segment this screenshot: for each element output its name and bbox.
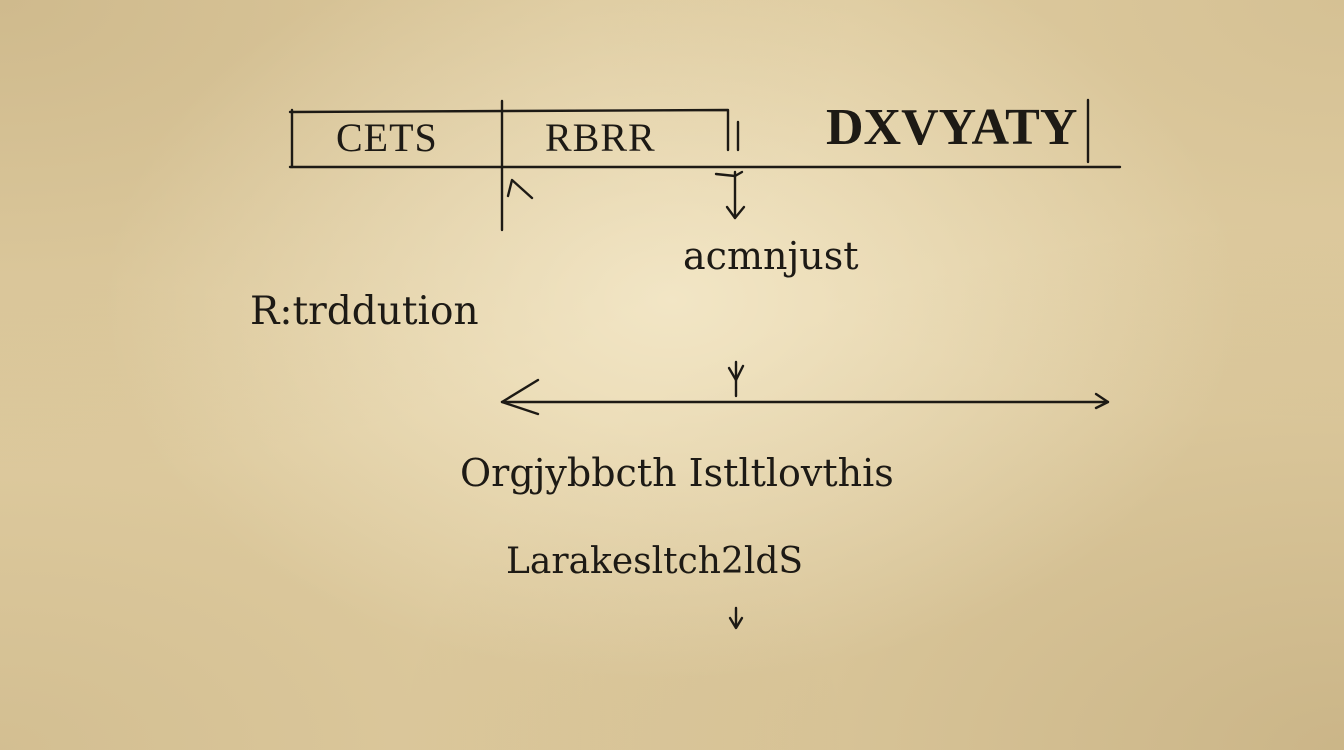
box-left-label: CETS [336, 115, 438, 160]
top-right-label: DXVYATY [826, 99, 1078, 156]
box-right-label: RBRR [545, 115, 656, 160]
bottom-node-label: Larakesltch2ldS [506, 541, 804, 582]
horizontal-arrow-right-head [1094, 392, 1110, 410]
arrow-down-cap [714, 170, 744, 178]
top-box-outline [288, 108, 730, 152]
arrow-small-head [727, 364, 745, 382]
horizontal-arrow-left-head [500, 378, 540, 416]
arrow-down-head [725, 205, 746, 220]
arrow-bottom-head [728, 616, 744, 630]
arrow-up-divider [506, 178, 534, 200]
lower-node-label: Orgjybbcth Istltlovthis [460, 451, 894, 495]
mid-node-label: acmnjust [683, 234, 859, 278]
left-node-label: R:trddution [250, 289, 479, 334]
